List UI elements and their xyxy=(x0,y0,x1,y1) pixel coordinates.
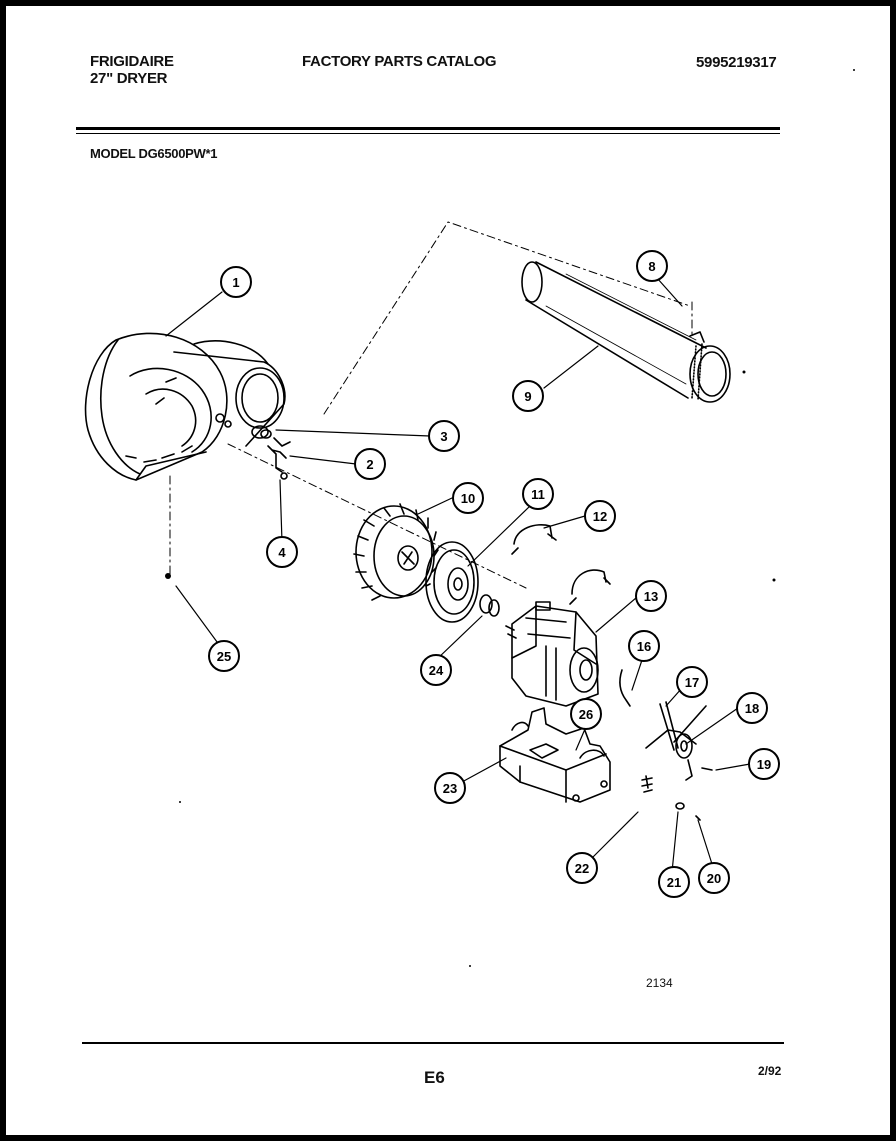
callout-balloons: 1 2 3 4 8 9 10 11 12 13 16 17 18 19 20 2… xyxy=(208,250,780,898)
callout-13: 13 xyxy=(635,580,667,612)
thermostat-bracket-parts xyxy=(251,425,291,480)
callout-label: 11 xyxy=(531,487,545,502)
scan-edge-mark xyxy=(0,270,6,284)
catalog-page: FRIGIDAIRE 27" DRYER FACTORY PARTS CATAL… xyxy=(6,6,890,1135)
header-rule-thick xyxy=(76,127,780,130)
exploded-parts-diagram: 1 2 3 4 8 9 10 11 12 13 16 17 18 19 20 2… xyxy=(84,69,855,967)
callout-24: 24 xyxy=(420,654,452,686)
revision-date: 2/92 xyxy=(758,1064,782,1078)
callout-label: 26 xyxy=(579,707,593,722)
scan-specks xyxy=(165,69,855,967)
brand-block: FRIGIDAIRE 27" DRYER xyxy=(90,53,174,87)
blower-housing-part xyxy=(84,332,286,481)
callout-label: 19 xyxy=(757,757,771,772)
drawing-number: 2134 xyxy=(646,976,673,990)
page-id: E6 xyxy=(424,1068,445,1087)
callout-label: 17 xyxy=(685,675,699,690)
callout-label: 25 xyxy=(217,649,231,664)
callout-26: 26 xyxy=(570,698,602,730)
header-rule-thin xyxy=(76,133,780,134)
callout-label: 12 xyxy=(593,509,607,524)
product-name: 27" DRYER xyxy=(90,70,168,87)
callout-label: 24 xyxy=(429,663,444,678)
brand-name: FRIGIDAIRE xyxy=(90,53,174,70)
callout-label: 18 xyxy=(745,701,759,716)
footer-rule xyxy=(82,1042,784,1044)
catalog-number: 5995219317 xyxy=(696,54,777,71)
washer-part xyxy=(479,594,500,617)
callout-18: 18 xyxy=(736,692,768,724)
callout-label: 22 xyxy=(575,861,589,876)
callout-11: 11 xyxy=(522,478,554,510)
callout-label: 8 xyxy=(648,259,655,274)
model-number: MODEL DG6500PW*1 xyxy=(90,146,218,161)
alignment-lines xyxy=(169,221,693,589)
callout-12: 12 xyxy=(584,500,616,532)
blower-wheel-part xyxy=(353,503,439,601)
callout-9: 9 xyxy=(512,380,544,412)
catalog-title: FACTORY PARTS CATALOG xyxy=(302,53,497,70)
callout-10: 10 xyxy=(452,482,484,514)
callout-2: 2 xyxy=(354,448,386,480)
callout-1: 1 xyxy=(220,266,252,298)
callout-label: 23 xyxy=(443,781,457,796)
exhaust-duct-part xyxy=(521,261,731,403)
callout-23: 23 xyxy=(434,772,466,804)
callout-label: 21 xyxy=(667,875,681,890)
callout-label: 10 xyxy=(461,491,475,506)
blower-seal-part xyxy=(425,541,479,623)
callout-label: 16 xyxy=(637,639,651,654)
callout-3: 3 xyxy=(428,420,460,452)
callout-4: 4 xyxy=(266,536,298,568)
callout-22: 22 xyxy=(566,852,598,884)
callout-label: 9 xyxy=(524,389,531,404)
callout-21: 21 xyxy=(658,866,690,898)
callout-16: 16 xyxy=(628,630,660,662)
motor-clamp-part xyxy=(511,524,611,605)
callout-label: 20 xyxy=(707,871,721,886)
callout-label: 1 xyxy=(232,275,239,290)
callout-label: 3 xyxy=(440,429,447,444)
callout-19: 19 xyxy=(748,748,780,780)
callout-25: 25 xyxy=(208,640,240,672)
callout-label: 4 xyxy=(278,545,286,560)
callout-label: 13 xyxy=(644,589,658,604)
idler-assembly-parts xyxy=(619,669,713,821)
motor-mount-part xyxy=(499,707,611,803)
callout-label: 2 xyxy=(366,457,373,472)
scan-edge-mark xyxy=(0,880,6,900)
callout-20: 20 xyxy=(698,862,730,894)
drive-motor-part xyxy=(505,601,599,707)
callout-8: 8 xyxy=(636,250,668,282)
callout-17: 17 xyxy=(676,666,708,698)
